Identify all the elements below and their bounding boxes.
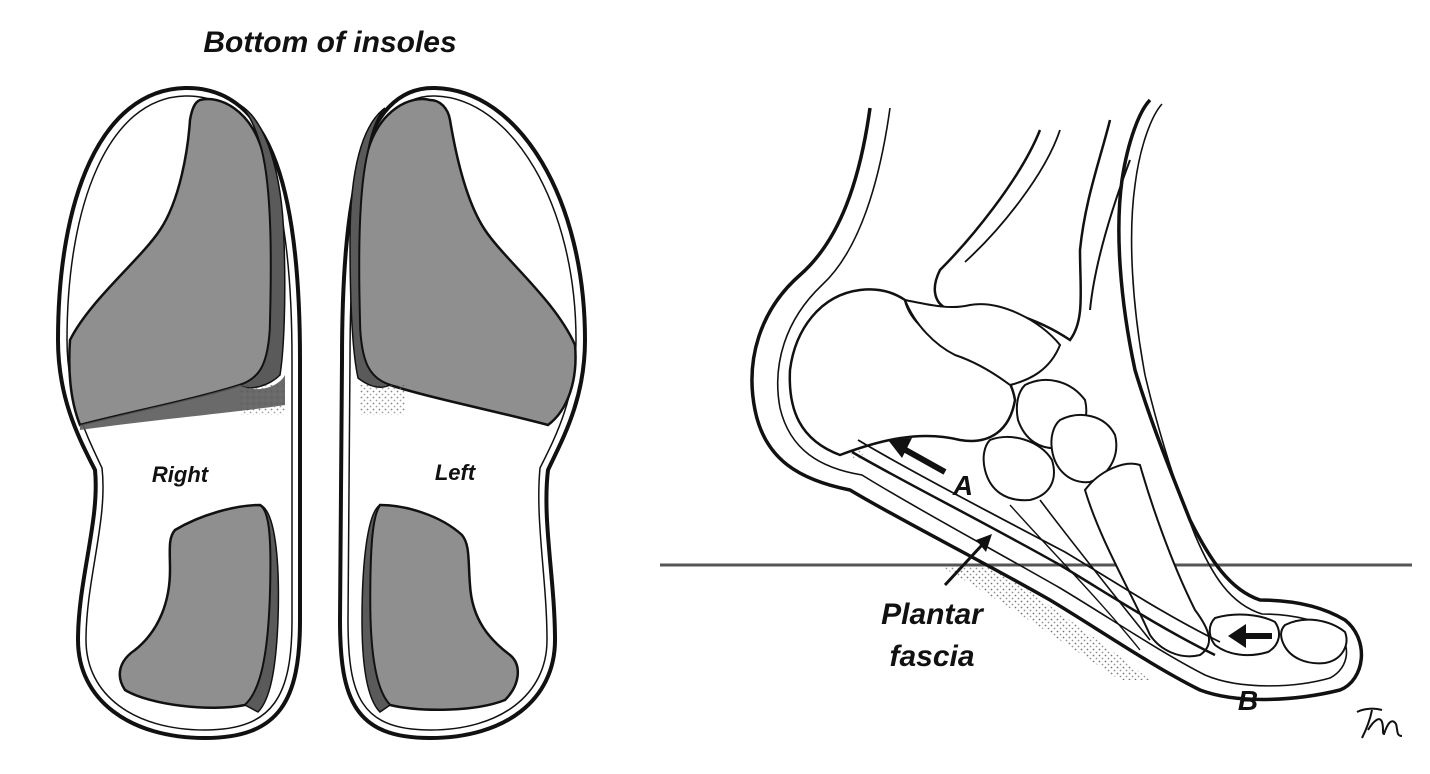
right-insole: Right xyxy=(55,85,303,741)
label-a: A xyxy=(952,470,973,501)
left-insole: Left xyxy=(337,85,588,741)
label-b: B xyxy=(1238,685,1258,716)
toe-phalanx-distal xyxy=(1280,618,1348,665)
ground-shadow xyxy=(940,566,1150,680)
foot-skin-outline xyxy=(750,98,1363,702)
right-insole-label: Right xyxy=(152,462,210,487)
cuboid xyxy=(982,435,1055,502)
fibula xyxy=(1089,159,1131,311)
arrow-a xyxy=(888,438,947,475)
artist-signature xyxy=(1356,707,1403,739)
talus xyxy=(903,298,1062,387)
plantar-fascia-label-line2: fascia xyxy=(889,640,974,673)
plantar-fascia-pointer xyxy=(943,534,992,587)
foot-illustration: A B Plantar fascia xyxy=(660,98,1412,716)
plantar-fascia xyxy=(851,450,1216,657)
cuneiform xyxy=(1050,414,1118,484)
left-insole-label: Left xyxy=(435,460,477,485)
figure-title: Bottom of insoles xyxy=(203,26,456,59)
arrow-b xyxy=(1228,624,1272,648)
metatarsal xyxy=(1083,462,1210,658)
plantar-fascia-label-line1: Plantar xyxy=(881,598,985,631)
